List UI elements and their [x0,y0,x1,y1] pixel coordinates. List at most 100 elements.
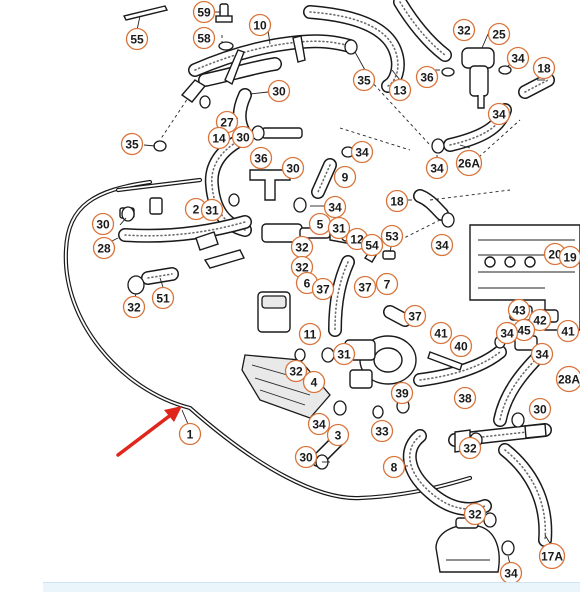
callout-34: 34 [489,104,510,125]
callout-28a: 28A [557,367,580,392]
callout-30: 30 [530,399,551,420]
callout-36: 36 [251,148,272,169]
callout-number: 2 [193,203,200,217]
callout-1: 1 [180,424,201,445]
red-pointer-arrow [118,406,182,455]
callout-number: 45 [517,324,531,338]
callout-7: 7 [377,274,398,295]
callout-number: 14 [212,132,226,146]
callout-number: 54 [365,239,379,253]
callout-number: 10 [253,19,267,33]
callout-number: 42 [533,314,547,328]
callout-13: 13 [390,80,411,101]
callout-number: 28A [558,373,580,387]
callout-32: 32 [124,297,145,318]
callout-8: 8 [384,457,405,478]
callout-number: 41 [561,325,575,339]
callout-25: 25 [489,24,510,45]
callout-number: 8 [391,461,398,475]
callout-number: 30 [96,218,110,232]
callout-55: 55 [127,29,148,50]
callout-number: 34 [328,201,342,215]
callout-26a: 26A [457,151,482,176]
callout-number: 41 [434,327,448,341]
callout-59: 59 [194,2,215,23]
callout-number: 51 [156,292,170,306]
callout-number: 35 [357,74,371,88]
callout-17a: 17A [540,544,565,569]
callout-30: 30 [233,127,254,148]
callout-number: 11 [304,328,317,342]
callout-38: 38 [455,388,476,409]
callout-number: 40 [454,340,468,354]
callout-number: 39 [395,387,409,401]
callout-number: 34 [492,108,506,122]
callout-14: 14 [209,128,230,149]
callout-30: 30 [283,158,304,179]
callout-18: 18 [534,58,555,79]
callout-32: 32 [460,438,481,459]
callout-30: 30 [269,81,290,102]
callout-number: 32 [127,301,141,315]
callout-41: 41 [431,323,452,344]
callout-34: 34 [325,197,346,218]
callout-number: 30 [299,451,313,465]
callout-34: 34 [501,563,522,584]
callout-34: 34 [532,344,553,365]
callout-34: 34 [497,323,518,344]
callout-40: 40 [451,336,472,357]
callout-9: 9 [335,167,356,188]
callout-39: 39 [392,383,413,404]
callout-number: 30 [533,403,547,417]
callout-number: 9 [342,171,349,185]
callout-number: 13 [393,84,407,98]
callout-11: 11 [300,324,321,345]
callout-number: 32 [289,365,303,379]
callout-34: 34 [427,158,448,179]
callout-18: 18 [387,191,408,212]
callout-number: 30 [286,162,300,176]
callout-number: 34 [500,327,514,341]
callout-58: 58 [194,28,215,49]
callout-number: 59 [197,6,211,20]
callout-number: 28 [97,242,111,256]
callout-37: 37 [405,306,426,327]
callout-number: 31 [205,204,219,218]
callout-number: 7 [384,278,391,292]
callout-number: 34 [535,348,549,362]
callout-31: 31 [202,200,223,221]
callout-31: 31 [329,218,350,239]
callout-5: 5 [310,214,331,235]
callout-41: 41 [558,321,579,342]
callout-35: 35 [354,70,375,91]
callout-number: 17A [541,550,563,564]
callout-number: 55 [130,33,144,47]
callout-number: 32 [457,24,471,38]
callout-3: 3 [328,425,349,446]
callout-32: 32 [286,361,307,382]
callout-number: 38 [458,392,472,406]
callout-number: 30 [272,85,286,99]
callout-53: 53 [382,226,403,247]
callout-43: 43 [509,300,530,321]
callout-number: 18 [537,62,551,76]
callout-28: 28 [94,238,115,259]
callout-number: 18 [390,195,404,209]
callout-number: 25 [492,28,506,42]
callout-51: 51 [153,288,174,309]
callout-number: 32 [463,442,477,456]
callout-36: 36 [417,67,438,88]
callout-number: 31 [332,222,346,236]
parts [120,4,580,572]
callout-10: 10 [250,15,271,36]
callout-54: 54 [362,235,383,256]
callout-19: 19 [560,247,580,268]
callout-34: 34 [508,48,529,69]
callout-number: 34 [312,418,326,432]
callout-number: 5 [317,218,324,232]
callout-number: 34 [435,239,449,253]
callout-33: 33 [372,421,393,442]
callout-number: 43 [512,304,526,318]
callout-32: 32 [292,237,313,258]
callout-4: 4 [304,372,325,393]
